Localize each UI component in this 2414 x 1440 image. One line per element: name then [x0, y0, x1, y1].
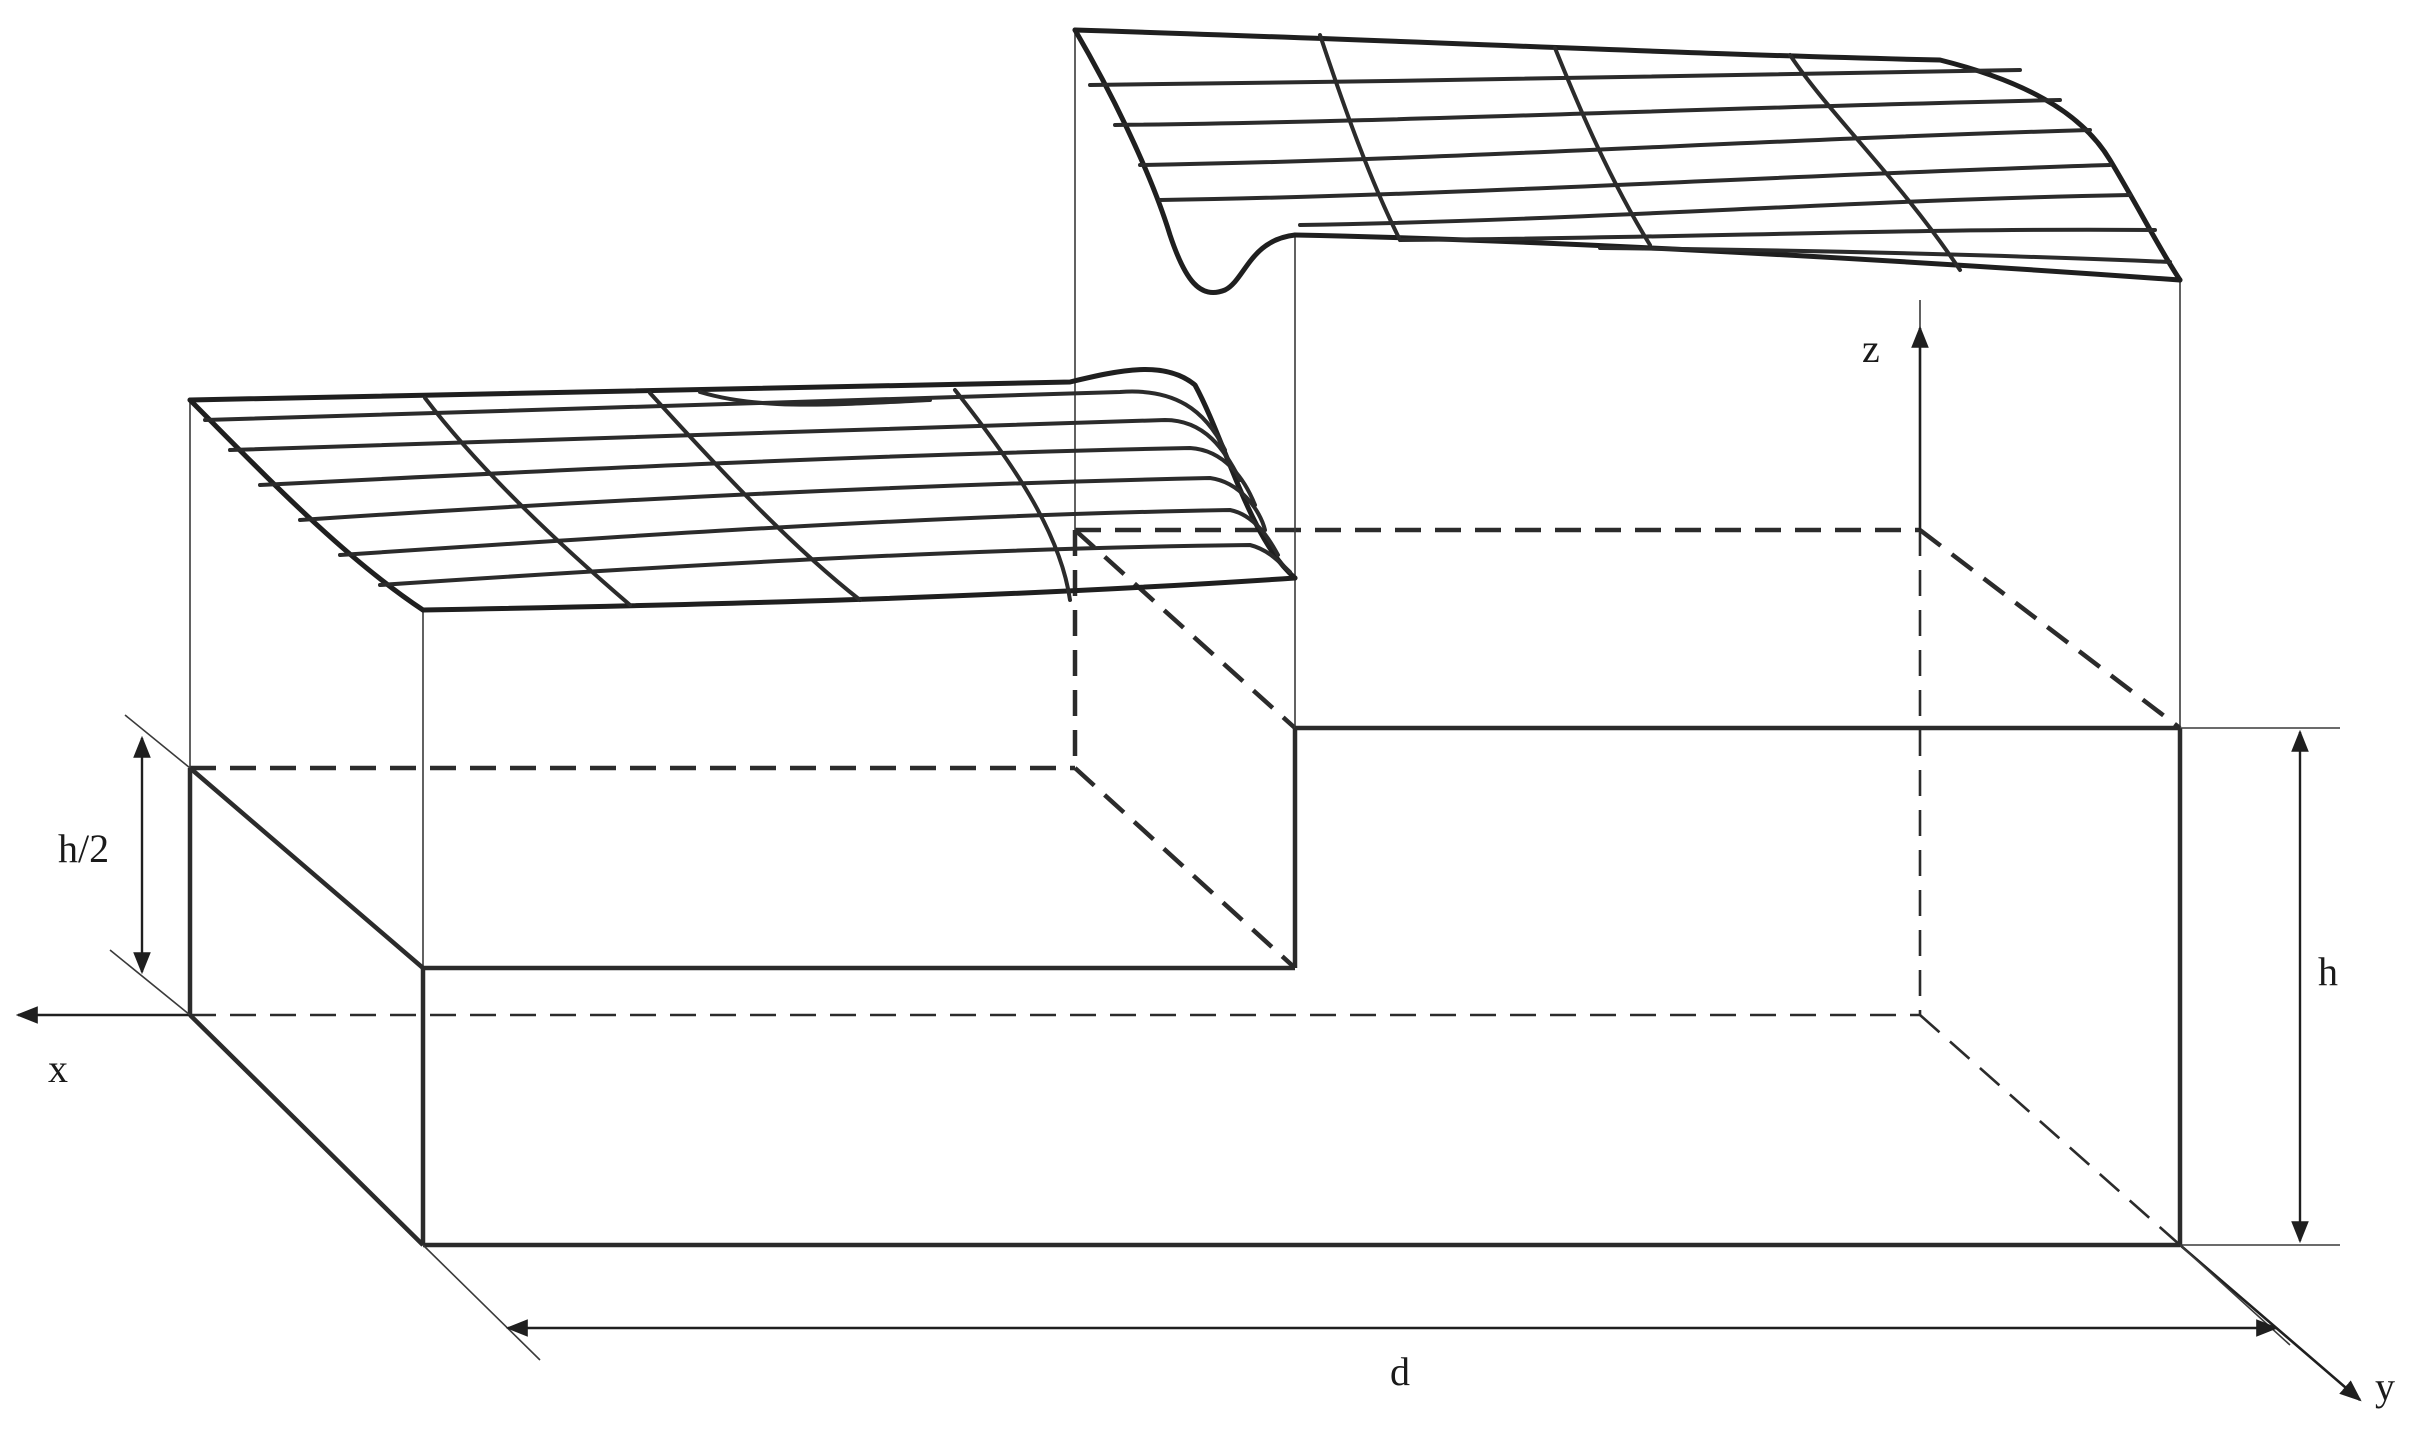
upper-mesh-left-edge — [1072, 27, 1298, 295]
hidden-back-bottom-diagonal — [1919, 1014, 2181, 1246]
y-axis-arrow — [2179, 1244, 2362, 1402]
upper-surface-mesh — [1072, 27, 2183, 295]
hidden-lower-step-diagonal — [1073, 766, 1297, 970]
lower-mesh-front-edge — [420, 575, 1298, 613]
width-label: d — [1390, 1349, 1410, 1394]
lower-surface-mesh — [187, 367, 1298, 613]
lower-mesh-left-edge — [187, 397, 426, 613]
z-axis-label: z — [1862, 326, 1880, 371]
hidden-upper-right-diagonal — [1918, 528, 2182, 730]
half-height-label: h/2 — [58, 826, 109, 871]
height-label: h — [2318, 949, 2338, 994]
dimensions: h/2 h d — [58, 714, 2340, 1394]
y-axis-label: y — [2375, 1364, 2395, 1409]
upper-mesh-back-edge — [1072, 27, 2183, 283]
axes: x z y — [15, 325, 2395, 1409]
visible-edges — [187, 725, 2183, 1248]
x-axis-label: x — [48, 1046, 68, 1091]
hidden-edges — [190, 527, 2182, 1246]
hidden-upper-left-diagonal — [1073, 528, 1297, 730]
